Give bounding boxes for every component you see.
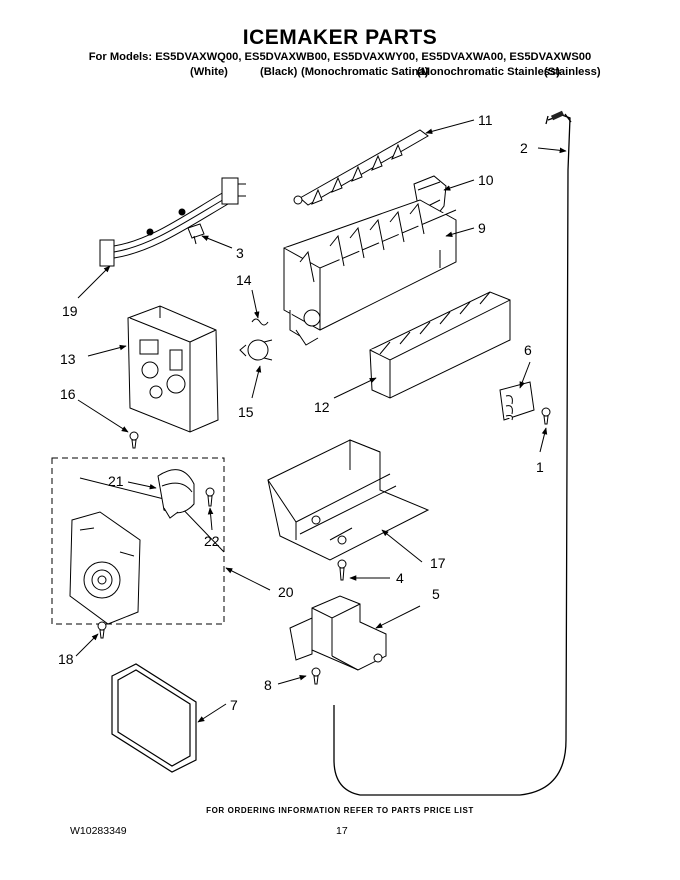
screw-part-22: [205, 487, 215, 507]
icemaker-shield: [111, 663, 197, 773]
ice-mold-heater: [283, 199, 457, 346]
mounting-clip: [499, 381, 535, 421]
callout-8: 8: [264, 677, 272, 693]
screw-part-16: [129, 431, 139, 449]
fill-tube-heater-wire: [333, 110, 572, 796]
callout-20: 20: [278, 584, 294, 600]
drive-motor: [157, 469, 195, 519]
color-monochromatic-satina: (Monochromatic Satina): [301, 66, 429, 78]
document-id: W10283349: [70, 825, 127, 837]
callout-6: 6: [524, 342, 532, 358]
callout-13: 13: [60, 351, 76, 367]
screw-part-4: [337, 559, 347, 581]
callout-7: 7: [230, 697, 238, 713]
callout-18: 18: [58, 651, 74, 667]
harness-clip: [187, 223, 205, 245]
screw-part-1: [541, 407, 551, 425]
callout-14: 14: [236, 272, 252, 288]
callout-labels: 11 2 10 9 3 14 19 6 13 16 12 15 1 21 22 …: [58, 112, 544, 713]
callout-4: 4: [396, 570, 404, 586]
motor-mounting-plate: [69, 511, 141, 625]
callout-17: 17: [430, 555, 446, 571]
thermostat-clip: [239, 318, 273, 361]
callout-12: 12: [314, 399, 330, 415]
screw-part-8: [311, 667, 321, 685]
callout-16: 16: [60, 386, 76, 402]
color-black: (Black): [260, 66, 298, 78]
screw-part-18: [97, 621, 107, 639]
callout-5: 5: [432, 586, 440, 602]
ejector-blade: [293, 129, 429, 206]
callout-3: 3: [236, 245, 244, 261]
color-white: (White): [190, 66, 228, 78]
callout-leaders: [75, 119, 567, 723]
callout-9: 9: [478, 220, 486, 236]
callout-15: 15: [238, 404, 254, 420]
wire-harness: [99, 177, 246, 267]
water-valve: [289, 595, 387, 671]
control-module-housing: [127, 305, 219, 433]
ice-bin-tray: [267, 439, 430, 561]
page-title: ICEMAKER PARTS: [242, 26, 438, 49]
page-number: 17: [336, 825, 348, 837]
color-stainless: (Stainless): [544, 66, 601, 78]
callout-19: 19: [62, 303, 78, 319]
callout-21: 21: [108, 473, 124, 489]
callout-10: 10: [478, 172, 494, 188]
color-variants: (White) (Black) (Monochromatic Satina) (…: [0, 66, 680, 80]
callout-22: 22: [204, 533, 220, 549]
ice-stripper: [369, 291, 511, 399]
models-line: For Models: ES5DVAXWQ00, ES5DVAXWB00, ES…: [88, 51, 592, 63]
callout-1: 1: [536, 459, 544, 475]
callout-2: 2: [520, 140, 528, 156]
callout-11: 11: [478, 112, 493, 128]
ordering-note: FOR ORDERING INFORMATION REFER TO PARTS …: [206, 806, 474, 815]
color-monochromatic-stainless: (Monochromatic Stainless): [417, 66, 560, 78]
